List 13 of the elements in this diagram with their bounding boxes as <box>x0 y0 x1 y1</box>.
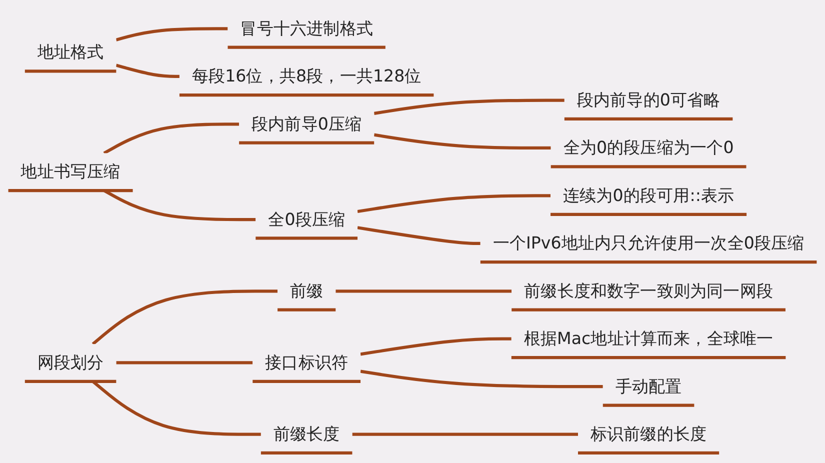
connector <box>116 361 253 364</box>
connector <box>357 194 551 214</box>
connector <box>360 370 603 388</box>
connector <box>360 337 512 356</box>
connector <box>357 226 480 245</box>
connector <box>374 133 551 150</box>
connector <box>374 98 564 115</box>
connector <box>103 122 240 155</box>
connector <box>92 290 278 346</box>
connector <box>116 27 228 42</box>
connector <box>352 432 578 436</box>
connector <box>336 290 512 293</box>
connector <box>116 64 180 78</box>
